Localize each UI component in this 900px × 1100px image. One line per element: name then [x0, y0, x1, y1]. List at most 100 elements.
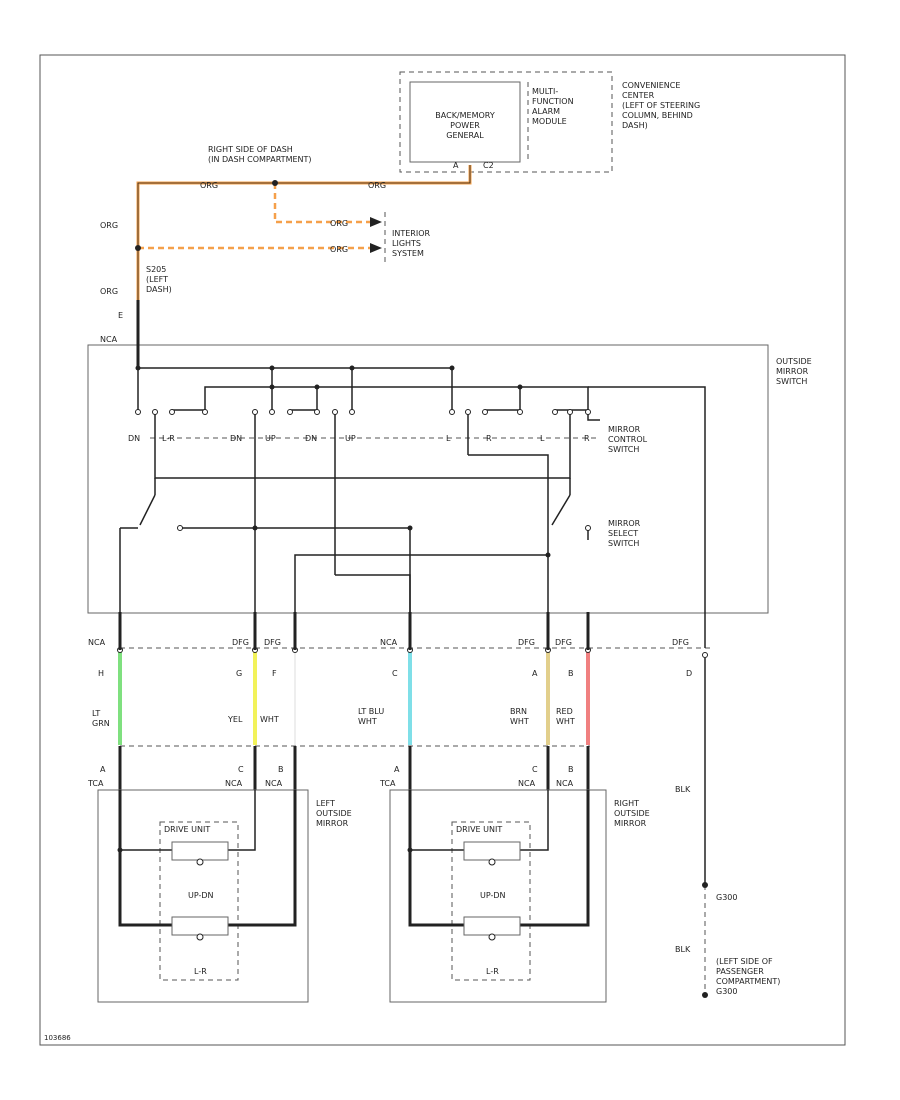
lm-nca-b: NCA: [265, 779, 283, 788]
bus-junctions: [135, 365, 523, 390]
left-outside-mirror-box: [97, 789, 309, 1003]
select-switch-contact-r: [585, 525, 591, 531]
splice-dash: [272, 180, 278, 186]
blk-label-1: BLK: [675, 785, 691, 794]
conn-dfg3: DFG: [518, 638, 535, 647]
footer-code: 103686: [44, 1034, 71, 1042]
right-drive-unit: [451, 821, 531, 981]
rm-junction: [407, 847, 413, 853]
bcm-box: [409, 81, 521, 163]
sw-label-dn2: DN: [230, 434, 242, 443]
sw-label-lr: L-R: [162, 434, 175, 443]
splice-s205: [135, 245, 141, 251]
left-motor-wiring: [118, 790, 297, 941]
diagram-frame: [39, 54, 846, 1046]
sw-label-r1: R: [486, 434, 492, 443]
bcm-pin-a: A: [453, 161, 459, 170]
conn-nca2: NCA: [380, 638, 398, 647]
pin-f: F: [272, 669, 277, 678]
rm-pin-a: A: [394, 765, 400, 774]
conn-dfg5: DFG: [672, 638, 689, 647]
arrow-lower: [370, 243, 382, 253]
ground-g300-lower: [702, 992, 708, 998]
pin-e-label: E: [118, 311, 123, 320]
switch-contacts: [135, 409, 591, 415]
sw-label-dn3: DN: [305, 434, 317, 443]
dash-location-label: RIGHT SIDE OF DASH(IN DASH COMPARTMENT): [208, 145, 312, 164]
lm-nca-a: TCA: [87, 779, 104, 788]
pin-d: D: [686, 669, 692, 678]
org-feed-wires: [136, 165, 472, 300]
lm-nca-c: NCA: [225, 779, 243, 788]
rm-nca-c: NCA: [518, 779, 536, 788]
org-branch-upper: [273, 183, 370, 224]
pin-g: G: [236, 669, 242, 678]
nca-top-label: NCA: [100, 335, 118, 344]
sw-label-dn: DN: [128, 434, 140, 443]
conn-dfg1: DFG: [232, 638, 249, 647]
right-up-dn-label: UP-DN: [480, 891, 506, 900]
select-switch-contact-l: [177, 525, 183, 531]
conn-nca1: NCA: [88, 638, 106, 647]
mirror-feed-wires: [118, 612, 590, 790]
pin-b1: B: [568, 669, 574, 678]
junction-1: [252, 525, 258, 531]
org-label-2: ORG: [368, 181, 386, 190]
lm-pin-a: A: [100, 765, 106, 774]
left-drive-unit: [159, 821, 239, 981]
org-label-5: ORG: [330, 245, 348, 254]
lm-junction: [117, 847, 123, 853]
lm-pin-b: B: [278, 765, 284, 774]
sw-label-l2: L: [540, 434, 545, 443]
arrow-upper: [370, 217, 382, 227]
blk-label-2: BLK: [675, 945, 691, 954]
pin-h: H: [98, 669, 104, 678]
org-label-1: ORG: [200, 181, 218, 190]
left-drive-unit-label: DRIVE UNIT: [164, 825, 210, 834]
org-label-6: ORG: [100, 287, 118, 296]
sw-label-r2: R: [584, 434, 590, 443]
rm-pin-c: C: [532, 765, 538, 774]
rm-nca-b: NCA: [556, 779, 574, 788]
right-motor-wiring: [408, 790, 590, 941]
g300-label: G300: [716, 893, 737, 902]
right-drive-unit-label: DRIVE UNIT: [456, 825, 502, 834]
right-lr-label: L-R: [486, 967, 499, 976]
lm-pin-c: C: [238, 765, 244, 774]
switch-internal-wires: [119, 386, 706, 612]
pin-c1: C: [392, 669, 398, 678]
right-outside-mirror-box: [389, 789, 607, 1003]
ground-g300-upper: [702, 882, 708, 888]
outside-mirror-switch-box: [87, 344, 769, 614]
connector-pins: [117, 647, 708, 658]
sw-label-up: UP: [265, 434, 276, 443]
pin-a1: A: [532, 669, 538, 678]
rm-nca-a: TCA: [379, 779, 396, 788]
org-label-4: ORG: [330, 219, 348, 228]
org-wire-main-core: [137, 165, 471, 300]
sw-label-l: L: [446, 434, 451, 443]
wire-yel-label: YEL: [227, 715, 243, 724]
junction-2: [407, 525, 413, 531]
left-lr-label: L-R: [194, 967, 207, 976]
rm-pin-b: B: [568, 765, 574, 774]
conn-dfg4: DFG: [555, 638, 572, 647]
wire-wht-label: WHT: [260, 715, 279, 724]
bcm-pin-c2: C2: [483, 161, 494, 170]
org-label-3: ORG: [100, 221, 118, 230]
